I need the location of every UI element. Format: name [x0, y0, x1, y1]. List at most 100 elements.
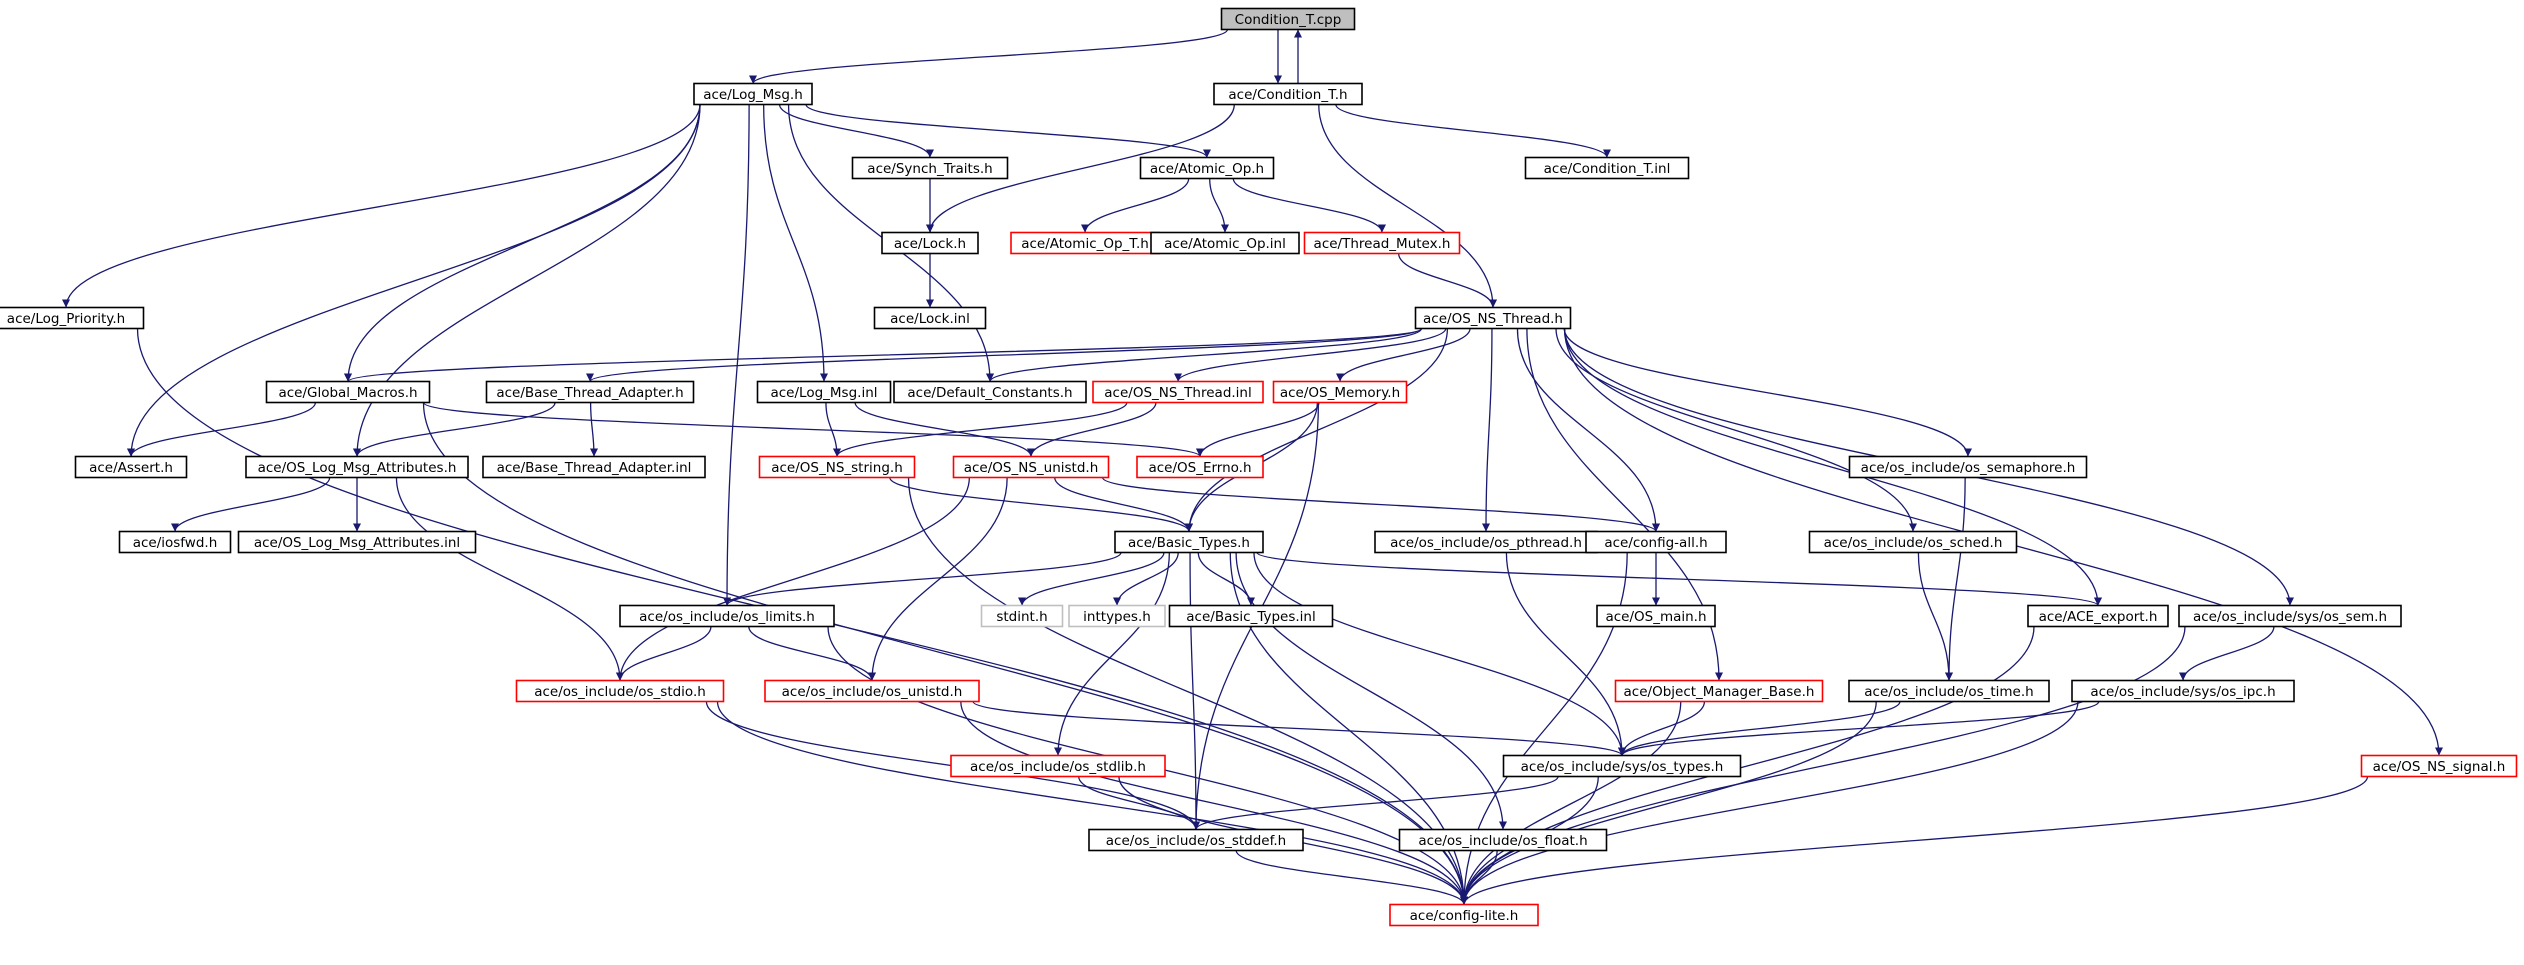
node-box [1502, 754, 1742, 778]
node-os-memory-h[interactable]: ace/OS_Memory.h [1272, 380, 1408, 404]
node-os-semaphore-h[interactable]: ace/os_include/os_semaphore.h [1848, 455, 2088, 479]
node-os-ns-thread-inl[interactable]: ace/OS_NS_Thread.inl [1092, 380, 1264, 404]
node-os-float-h[interactable]: ace/os_include/os_float.h [1398, 828, 1608, 852]
node-label: ace/os_include/os_sched.h [1824, 535, 2003, 551]
node-atomic-op-t-h[interactable]: ace/Atomic_Op_T.h [1010, 231, 1160, 255]
node-box [893, 380, 1087, 404]
node-box [485, 380, 695, 404]
node-label: ace/Atomic_Op.h [1150, 161, 1264, 177]
node-label: ace/config-all.h [1604, 535, 1707, 551]
node-object-manager-base-h[interactable]: ace/Object_Manager_Base.h [1614, 679, 1824, 703]
edge-os-memory-h-to-os-errno-h [1196, 402, 1320, 457]
edge-atomic-op-h-to-thread-mutex-h [1232, 178, 1386, 233]
node-thread-mutex-h[interactable]: ace/Thread_Mutex.h [1303, 231, 1461, 255]
node-os-main-h[interactable]: ace/OS_main.h [1596, 604, 1716, 628]
node-box [245, 455, 469, 479]
edge-log-msg-h-to-os-limits-h [723, 104, 750, 606]
node-label: ace/ACE_export.h [2039, 609, 2158, 625]
node-os-errno-h[interactable]: ace/OS_Errno.h [1136, 455, 1264, 479]
edge-os-ns-thread-h-to-os-semaphore-h [1563, 328, 1972, 457]
edge-atomic-op-h-to-atomic-op-t-h [1081, 178, 1190, 233]
node-box [1272, 380, 1408, 404]
node-label: ace/Atomic_Op.inl [1164, 236, 1286, 252]
node-base-thread-adapter-h[interactable]: ace/Base_Thread_Adapter.h [485, 380, 695, 404]
node-os-ns-signal-h[interactable]: ace/OS_NS_signal.h [2360, 754, 2518, 778]
node-os-stdlib-h[interactable]: ace/os_include/os_stdlib.h [950, 754, 1166, 778]
edge-global-macros-h-to-os-errno-h [422, 401, 1204, 458]
node-log-msg-h[interactable]: ace/Log_Msg.h [693, 82, 813, 106]
node-label: ace/OS_Errno.h [1148, 460, 1251, 476]
edge-cond-t-cpp-to-log-msg-h [749, 28, 1229, 85]
node-cond-t-cpp[interactable]: Condition_T.cpp [1220, 7, 1356, 31]
node-atomic-op-h[interactable]: ace/Atomic_Op.h [1139, 156, 1275, 180]
node-os-log-msg-attr-inl[interactable]: ace/OS_Log_Msg_Attributes.inl [237, 530, 477, 554]
node-label: ace/os_include/os_unistd.h [782, 684, 963, 700]
node-cond-t-inl[interactable]: ace/Condition_T.inl [1524, 156, 1690, 180]
edge-log-msg-h-to-log-priority-h [62, 104, 701, 308]
node-label: ace/Assert.h [89, 460, 173, 476]
node-label: ace/os_include/os_limits.h [639, 609, 815, 625]
node-label: ace/OS_Log_Msg_Attributes.h [258, 460, 457, 476]
node-lock-h[interactable]: ace/Lock.h [881, 231, 979, 255]
node-config-all-h[interactable]: ace/config-all.h [1585, 530, 1727, 554]
node-box [2178, 604, 2402, 628]
node-os-sched-h[interactable]: ace/os_include/os_sched.h [1808, 530, 2018, 554]
node-os-limits-h[interactable]: ace/os_include/os_limits.h [619, 604, 835, 628]
node-os-unistd-h[interactable]: ace/os_include/os_unistd.h [764, 679, 980, 703]
node-label: ace/os_include/os_stdio.h [534, 684, 706, 700]
node-box [764, 679, 980, 703]
edge-cond-t-h-to-cond-t-inl [1335, 104, 1611, 158]
node-label: ace/iosfwd.h [133, 535, 218, 551]
node-label: ace/OS_Log_Msg_Attributes.inl [254, 535, 460, 551]
node-base-thread-adapter-inl[interactable]: ace/Base_Thread_Adapter.inl [482, 455, 706, 479]
edge-global-macros-h-to-config-lite-h [422, 402, 1468, 905]
node-ace-export-h[interactable]: ace/ACE_export.h [2027, 604, 2169, 628]
node-basic-types-inl[interactable]: ace/Basic_Types.inl [1168, 604, 1334, 628]
node-label: ace/os_include/os_time.h [1864, 684, 2033, 700]
edge-os-limits-h-to-os-unistd-h [748, 626, 876, 681]
node-global-macros-h[interactable]: ace/Global_Macros.h [265, 380, 431, 404]
node-iosfwd-h[interactable]: ace/iosfwd.h [118, 530, 232, 554]
node-box [1808, 530, 2018, 554]
node-assert-h[interactable]: ace/Assert.h [74, 455, 188, 479]
node-os-types-h[interactable]: ace/os_include/sys/os_types.h [1502, 754, 1742, 778]
node-box [758, 455, 916, 479]
node-label: ace/Basic_Types.h [1128, 535, 1250, 551]
node-os-time-h[interactable]: ace/os_include/os_time.h [1848, 679, 2050, 703]
edge-os-ns-thread-h-to-ace-export-h [1563, 328, 2102, 606]
node-label: ace/OS_NS_unistd.h [964, 460, 1099, 476]
node-stdint-h[interactable]: stdint.h [980, 604, 1064, 628]
node-box [118, 530, 232, 554]
node-os-pthread-h[interactable]: ace/os_include/os_pthread.h [1374, 530, 1598, 554]
node-os-stdio-h[interactable]: ace/os_include/os_stdio.h [515, 679, 725, 703]
node-cond-t-h[interactable]: ace/Condition_T.h [1213, 82, 1363, 106]
node-basic-types-h[interactable]: ace/Basic_Types.h [1114, 530, 1264, 554]
node-os-ns-unistd-h[interactable]: ace/OS_NS_unistd.h [952, 455, 1110, 479]
node-os-ns-thread-h[interactable]: ace/OS_NS_Thread.h [1414, 306, 1572, 330]
edge-os-ns-unistd-h-to-os-unistd-h [868, 477, 1008, 681]
edge-os-stdio-h-to-config-lite-h [716, 701, 1468, 905]
node-box [1139, 156, 1275, 180]
node-synch-traits-h[interactable]: ace/Synch_Traits.h [851, 156, 1009, 180]
node-label: ace/os_include/os_stdlib.h [970, 759, 1146, 775]
node-box [756, 380, 892, 404]
node-box [950, 754, 1166, 778]
node-log-msg-inl[interactable]: ace/Log_Msg.inl [756, 380, 892, 404]
node-os-sem-h[interactable]: ace/os_include/sys/os_sem.h [2178, 604, 2402, 628]
node-lock-inl[interactable]: ace/Lock.inl [873, 306, 987, 330]
edge-os-stddef-h-to-config-lite-h [1235, 850, 1468, 905]
node-box [1848, 455, 2088, 479]
node-inttypes-h[interactable]: inttypes.h [1068, 604, 1166, 628]
node-default-constants-h[interactable]: ace/Default_Constants.h [893, 380, 1087, 404]
node-box [1092, 380, 1264, 404]
node-atomic-op-inl[interactable]: ace/Atomic_Op.inl [1150, 231, 1300, 255]
node-label: ace/Lock.h [894, 236, 966, 252]
node-config-lite-h[interactable]: ace/config-lite.h [1389, 903, 1539, 927]
node-log-priority-h[interactable]: ace/Log_Priority.h [0, 306, 145, 330]
node-os-stddef-h[interactable]: ace/os_include/os_stddef.h [1088, 828, 1304, 852]
edge-os-unistd-h-to-os-types-h [972, 700, 1626, 757]
node-os-ns-string-h[interactable]: ace/OS_NS_string.h [758, 455, 916, 479]
edge-os-ns-unistd-h-to-basic-types-h [1054, 477, 1193, 532]
node-os-ipc-h[interactable]: ace/os_include/sys/os_ipc.h [2071, 679, 2295, 703]
node-os-log-msg-attr-h[interactable]: ace/OS_Log_Msg_Attributes.h [245, 455, 469, 479]
